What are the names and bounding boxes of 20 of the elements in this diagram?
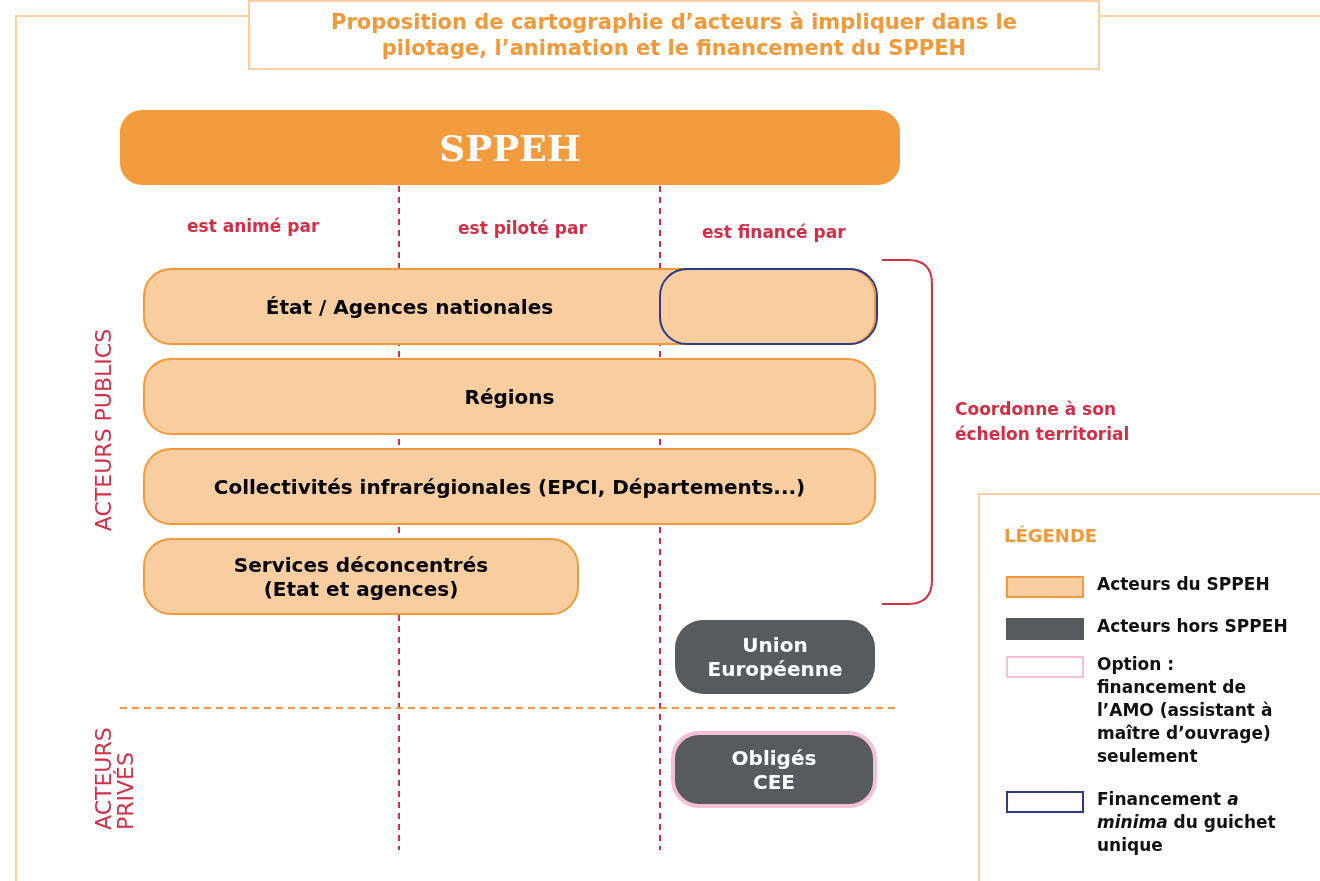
actor-bar: Collectivités infrarégionales (EPCI, Départements...): [143, 448, 876, 525]
legend-text: Financement a minima du guichet unique: [1097, 788, 1277, 857]
legend-text: Option : financement de l’AMO (assistant à maître d’ouvrage) seulement: [1097, 653, 1274, 768]
column-heading: est financé par: [702, 222, 846, 242]
actor-pill: Union Européenne: [675, 620, 875, 694]
section-label: ACTEURS PUBLICS: [90, 328, 116, 532]
legend-text: Acteurs hors SPPEH: [1097, 615, 1289, 638]
actor-bar: Services déconcentrés (Etat et agences): [143, 538, 579, 615]
funding-outline: [659, 268, 878, 345]
legend-text: Acteurs du SPPEH: [1097, 573, 1271, 596]
annotation: Coordonne à son échelon territorial: [955, 398, 1131, 446]
legend-title: LÉGENDE: [1004, 525, 1098, 546]
column-heading: est animé par: [187, 216, 320, 236]
column-heading: est piloté par: [458, 218, 587, 238]
title: Proposition de cartographie d’acteurs à impliquer dans le pilotage, l’animation et le financement du SPPEH: [248, 0, 1100, 70]
header-banner: SPPEH: [120, 110, 900, 185]
section-label: ACTEURS PRIVÉS: [93, 726, 137, 830]
actor-bar: Régions: [143, 358, 876, 435]
actor-bar: État / Agences nationales: [143, 268, 876, 345]
actor-pill: Obligés CEE: [671, 731, 877, 808]
